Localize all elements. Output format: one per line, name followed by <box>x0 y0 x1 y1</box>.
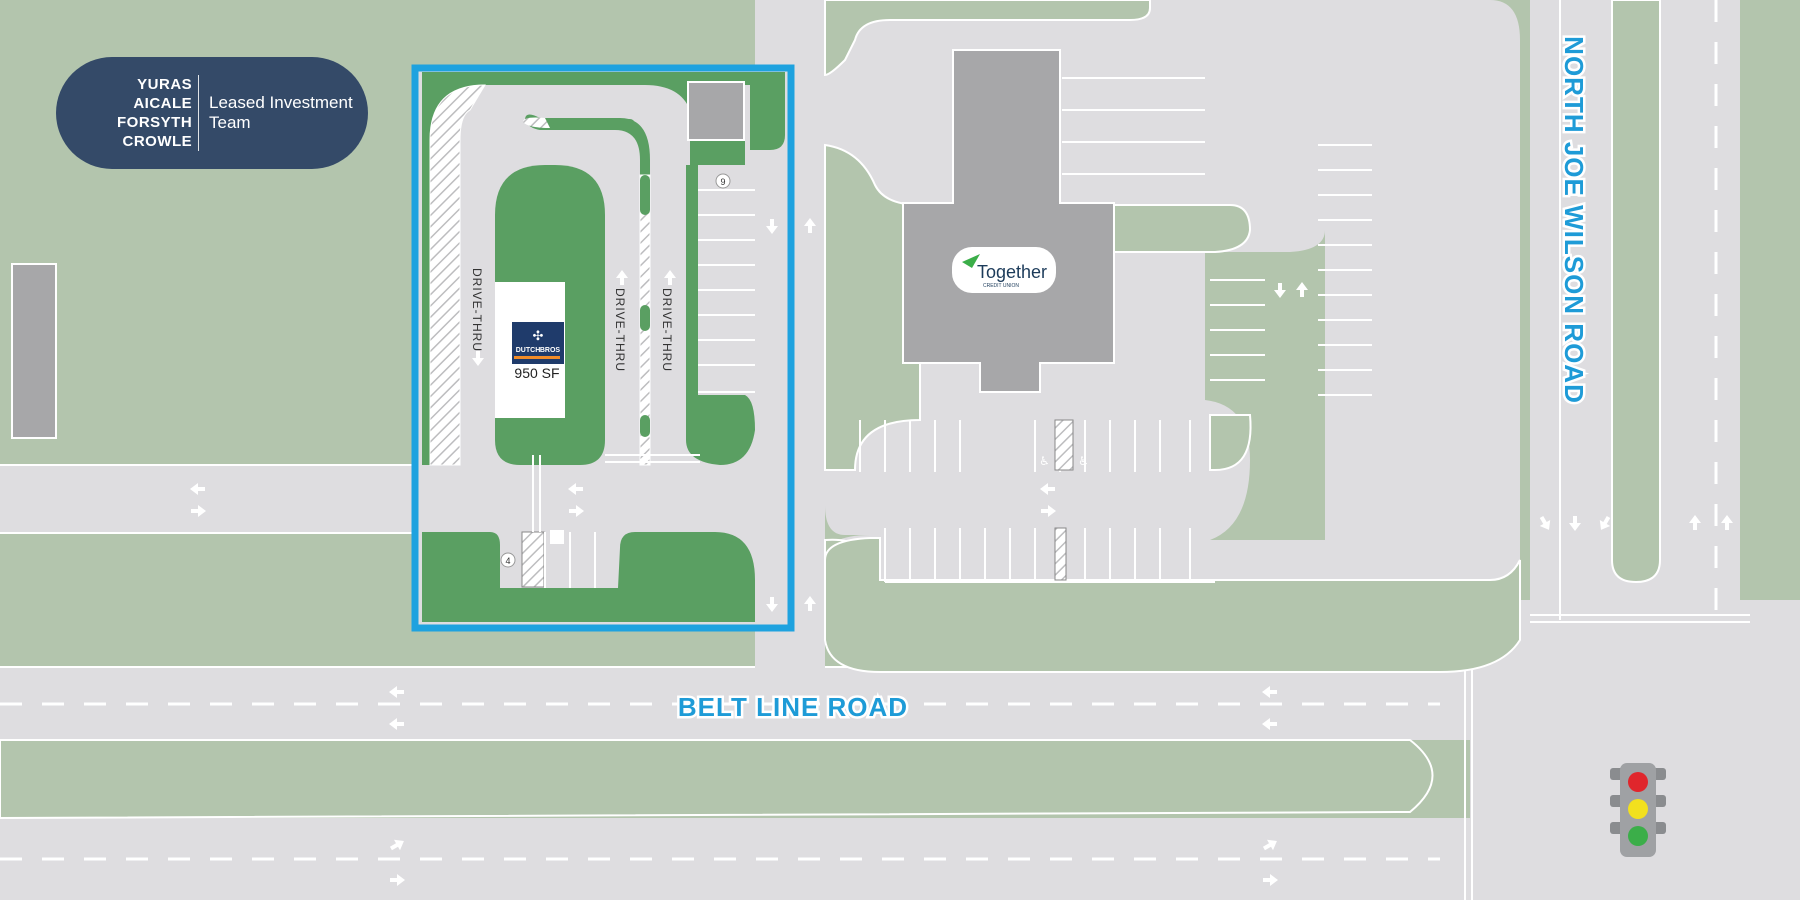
together-credit-union-building <box>902 49 1115 393</box>
badge-divider <box>198 75 200 151</box>
west-building <box>11 263 57 439</box>
building-size-label: 950 SF <box>514 365 559 381</box>
dutch-bros-logo-text-1: DUTCH <box>516 347 541 354</box>
dutch-bros-logo-text-2: BROS <box>540 347 561 354</box>
accessible-aisle <box>1054 419 1074 471</box>
yafc-team-badge: YURAS AICALE FORSYTH CROWLE Leased Inves… <box>56 57 368 169</box>
site-landscape-south <box>422 532 755 622</box>
together-logo-subtext: CREDIT UNION <box>983 283 1019 289</box>
team-names: YURAS AICALE FORSYTH CROWLE <box>110 75 192 151</box>
together-logo-text: Together <box>977 262 1047 282</box>
accessible-parking-icon: ♿ <box>1039 454 1050 468</box>
team-name-4: CROWLE <box>122 133 193 150</box>
drive-thru-label-3: DRIVE-THRU <box>660 288 674 372</box>
accessible-parking-icon: ♿ <box>1078 454 1089 468</box>
drive-thru-bypass-lane <box>429 84 486 466</box>
trash-enclosure <box>687 81 745 141</box>
west-access-drive <box>0 465 420 533</box>
east-landscape-island <box>686 165 755 465</box>
together-logo-icon <box>962 254 980 268</box>
signal-yellow <box>1628 799 1648 819</box>
team-name-2: AICALE <box>133 95 193 112</box>
windmill-icon: ✣ <box>533 329 544 344</box>
drive-thru-label-2: DRIVE-THRU <box>613 288 627 372</box>
accessible-aisle <box>1054 527 1067 581</box>
signal-green <box>1628 826 1648 846</box>
subject-site-boundary <box>411 64 795 632</box>
site-parking-stripes-east <box>698 189 755 393</box>
team-label: Leased Investment Team <box>209 93 353 132</box>
belt-line-median <box>0 739 1434 820</box>
traffic-light-icon <box>1610 763 1666 857</box>
drive-thru-label-1: DRIVE-THRU <box>470 268 484 352</box>
parking-count-east: 9 <box>720 177 725 187</box>
team-name-1: YURAS <box>137 76 193 93</box>
lot-island-north <box>1109 204 1252 253</box>
belt-line-road-label: BELT LINE ROAD <box>678 692 908 722</box>
parking-count-south: 4 <box>505 556 510 566</box>
together-logo-badge <box>952 247 1056 293</box>
team-name-3: FORSYTH <box>117 114 193 131</box>
ev-charging-icon <box>550 530 564 544</box>
joe-wilson-median <box>1611 0 1661 584</box>
north-joe-wilson-road-label: NORTH JOE WILSON ROAD <box>1559 36 1589 404</box>
signal-red <box>1628 772 1648 792</box>
